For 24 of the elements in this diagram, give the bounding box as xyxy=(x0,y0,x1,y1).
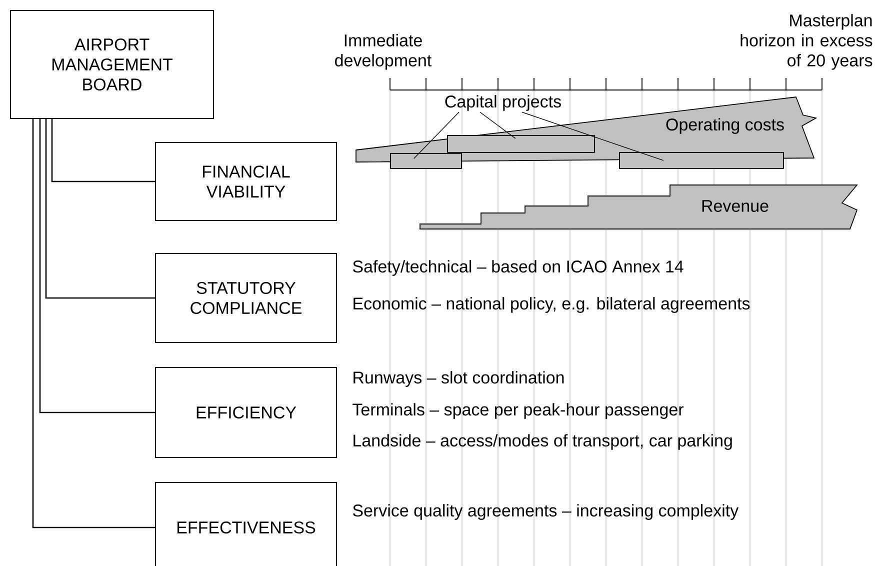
leader-label: Capital projects xyxy=(445,95,561,111)
leader-line xyxy=(414,112,460,159)
connector-line xyxy=(51,119,155,182)
project-bar xyxy=(390,153,462,169)
category-box: EFFECTIVENESS xyxy=(155,482,337,566)
requirement-text: Service quality agreements – increasing complexity xyxy=(352,504,739,520)
requirement-text: Terminals – space per peak-hour passenger xyxy=(352,403,684,419)
connector-line xyxy=(32,119,155,528)
leader-line xyxy=(522,112,664,161)
leader-line xyxy=(480,112,516,139)
category-box: EFFICIENCY xyxy=(155,367,337,458)
category-box: STATUTORY COMPLIANCE xyxy=(155,253,337,343)
category-box: FINANCIAL VIABILITY xyxy=(155,142,337,221)
timeline-label: Immediate development xyxy=(335,34,432,70)
requirement-text: Economic – national policy, e.g. bilateral agreements xyxy=(354,297,750,313)
board-box: AIRPORT MANAGEMENT BOARD xyxy=(10,10,214,119)
project-bar xyxy=(619,152,784,169)
timeline-label: Masterplan horizon in excess of 20 years xyxy=(740,14,872,70)
connector-line xyxy=(39,119,155,414)
requirement-text: Landside – access/modes of transport, car parking xyxy=(354,434,732,450)
requirement-text: Runways – slot coordination xyxy=(354,371,564,387)
requirement-text: Safety/technical – based on ICAO Annex 14 xyxy=(352,260,684,276)
connector-line xyxy=(45,119,155,299)
revenue-area: Revenue xyxy=(420,184,858,230)
